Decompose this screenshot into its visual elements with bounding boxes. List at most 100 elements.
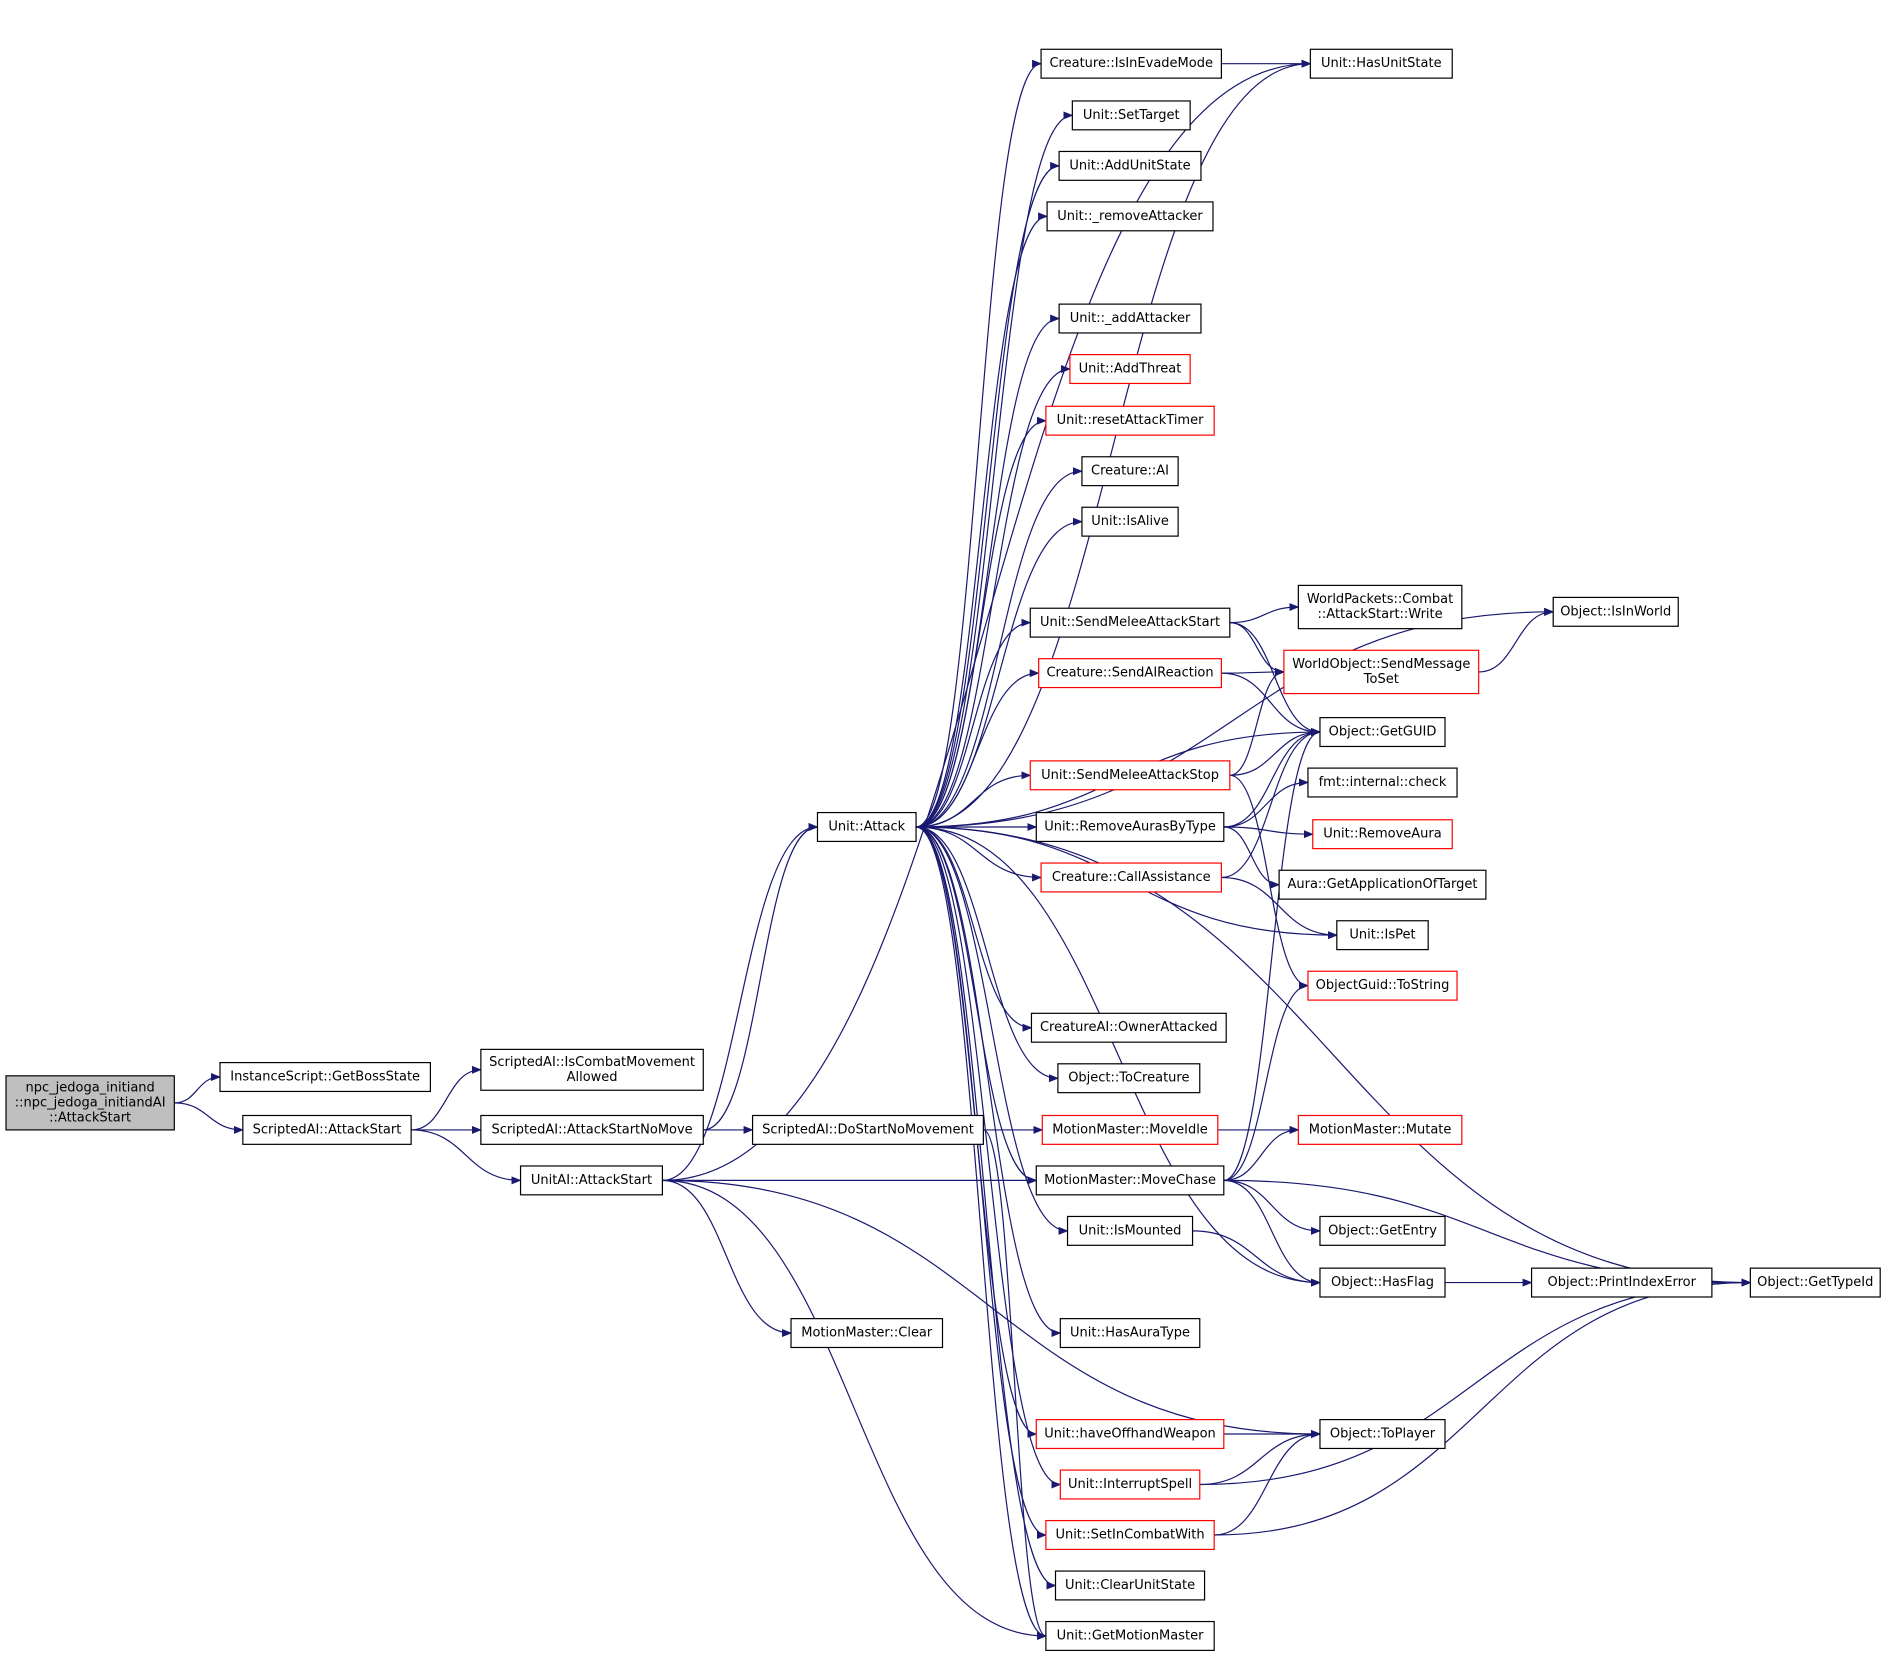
edge-unitAttack-to-hasUnitState bbox=[916, 59, 1312, 828]
node-isInEvadeMode[interactable]: Creature::IsInEvadeMode bbox=[1040, 48, 1223, 79]
node-box bbox=[1030, 1012, 1227, 1043]
node-label: Unit::_removeAttacker bbox=[1057, 209, 1203, 224]
node-label: WorldObject::SendMessage bbox=[1292, 657, 1470, 672]
node-hasFlag[interactable]: Object::HasFlag bbox=[1319, 1267, 1446, 1298]
edge-removeAurasByType-to-getApplicationOfTarget bbox=[1223, 826, 1281, 889]
node-box bbox=[1029, 760, 1231, 791]
node-attackStartNoMove[interactable]: ScriptedAI::AttackStartNoMove bbox=[480, 1114, 704, 1145]
edge-doStartNoMovement-to-getMotionMaster bbox=[983, 1129, 1047, 1640]
node-hasUnitState[interactable]: Unit::HasUnitState bbox=[1309, 48, 1453, 79]
node-label: Unit::SendMeleeAttackStart bbox=[1040, 615, 1220, 630]
node-addUnitState[interactable]: Unit::AddUnitState bbox=[1058, 150, 1202, 181]
node-label: MotionMaster::Mutate bbox=[1309, 1122, 1452, 1137]
node-clearUnitState[interactable]: Unit::ClearUnitState bbox=[1054, 1570, 1206, 1601]
node-isAlive[interactable]: Unit::IsAlive bbox=[1081, 506, 1179, 537]
node-haveOffhandWeapon[interactable]: Unit::haveOffhandWeapon bbox=[1035, 1419, 1225, 1450]
node-getBossState[interactable]: InstanceScript::GetBossState bbox=[219, 1061, 431, 1093]
node-box bbox=[1069, 354, 1191, 385]
edge-unitAttack-to-toCreature bbox=[916, 826, 1059, 1083]
node-ownerAttacked[interactable]: CreatureAI::OwnerAttacked bbox=[1030, 1012, 1227, 1043]
node-sendAIReaction[interactable]: Creature::SendAIReaction bbox=[1038, 658, 1223, 689]
edge-unitAttack-to-setTarget bbox=[916, 111, 1074, 828]
node-box bbox=[1749, 1267, 1881, 1298]
edge-unitAttack-to-isInEvadeMode bbox=[916, 59, 1043, 828]
node-getTypeId[interactable]: Object::GetTypeId bbox=[1749, 1267, 1881, 1298]
node-setInCombatWith[interactable]: Unit::SetInCombatWith bbox=[1045, 1519, 1215, 1551]
node-moveIdle[interactable]: MotionMaster::MoveIdle bbox=[1041, 1114, 1219, 1145]
node-setTarget[interactable]: Unit::SetTarget bbox=[1071, 100, 1191, 131]
edge-scriptedAttackStart-to-isCombatMovementAllowed bbox=[411, 1065, 482, 1131]
node-doStartNoMovement[interactable]: ScriptedAI::DoStartNoMovement bbox=[751, 1114, 984, 1145]
node-label: ::npc_jedoga_initiandAI bbox=[15, 1095, 166, 1110]
node-callAssistance[interactable]: Creature::CallAssistance bbox=[1040, 862, 1223, 893]
edge-interruptSpell-to-getTypeId bbox=[1199, 1278, 1752, 1486]
node-attackStartWrite[interactable]: WorldPackets::Combat::AttackStart::Write bbox=[1297, 584, 1463, 630]
edge-unitAttack-to-getTypeId bbox=[916, 826, 1752, 1287]
node-sendMeleeAttackStop[interactable]: Unit::SendMeleeAttackStop bbox=[1029, 760, 1231, 791]
edge-sendMeleeAttackStop-to-sendMessageToSet bbox=[1229, 667, 1285, 776]
node-getEntry[interactable]: Object::GetEntry bbox=[1319, 1215, 1446, 1246]
node-box bbox=[790, 1318, 944, 1349]
edge-unitAttack-to-hasFlag bbox=[916, 826, 1321, 1287]
node-label: ::AttackStart::Write bbox=[1318, 607, 1443, 622]
node-label: Unit::IsMounted bbox=[1079, 1223, 1182, 1238]
node-sendMeleeAttackStart[interactable]: Unit::SendMeleeAttackStart bbox=[1029, 607, 1231, 638]
edge-unitAttack-to-addThreat bbox=[916, 365, 1071, 828]
node-unitAttack[interactable]: Unit::Attack bbox=[816, 811, 917, 843]
node-isInWorld[interactable]: Object::IsInWorld bbox=[1552, 596, 1679, 627]
node-interruptSpell[interactable]: Unit::InterruptSpell bbox=[1059, 1469, 1201, 1500]
node-box bbox=[1040, 862, 1223, 893]
node-toCreature[interactable]: Object::ToCreature bbox=[1057, 1063, 1201, 1094]
node-box bbox=[242, 1114, 412, 1145]
node-resetAttackTimer[interactable]: Unit::resetAttackTimer bbox=[1045, 405, 1215, 436]
node-removeAttacker[interactable]: Unit::_removeAttacker bbox=[1046, 201, 1214, 232]
node-toString[interactable]: ObjectGuid::ToString bbox=[1307, 970, 1458, 1001]
edge-setInCombatWith-to-getTypeId bbox=[1214, 1278, 1752, 1536]
node-isPet[interactable]: Unit::IsPet bbox=[1336, 920, 1429, 951]
node-label: Unit::IsAlive bbox=[1091, 514, 1169, 529]
node-creatureAI[interactable]: Creature::AI bbox=[1081, 456, 1179, 487]
node-getMotionMaster[interactable]: Unit::GetMotionMaster bbox=[1045, 1620, 1215, 1651]
node-box bbox=[1041, 1114, 1219, 1145]
node-getGUID[interactable]: Object::GetGUID bbox=[1319, 717, 1446, 748]
node-hasAuraType[interactable]: Unit::HasAuraType bbox=[1059, 1318, 1201, 1349]
node-getApplicationOfTarget[interactable]: Aura::GetApplicationOfTarget bbox=[1278, 869, 1487, 900]
node-removeAura[interactable]: Unit::RemoveAura bbox=[1312, 819, 1453, 850]
edge-unitAttack-to-addAttacker bbox=[916, 314, 1061, 828]
node-addThreat[interactable]: Unit::AddThreat bbox=[1069, 354, 1191, 385]
node-label: Unit::resetAttackTimer bbox=[1057, 413, 1204, 428]
node-label: Object::HasFlag bbox=[1331, 1275, 1434, 1290]
node-label: ScriptedAI::AttackStartNoMove bbox=[491, 1122, 692, 1137]
node-label: Unit::AddUnitState bbox=[1069, 158, 1190, 173]
edge-moveChase-to-getEntry bbox=[1223, 1179, 1321, 1235]
node-isMounted[interactable]: Unit::IsMounted bbox=[1066, 1215, 1194, 1246]
node-box bbox=[1552, 596, 1679, 627]
node-fmtCheck[interactable]: fmt::internal::check bbox=[1307, 767, 1458, 798]
edge-sendAIReaction-to-getGUID bbox=[1221, 672, 1321, 737]
edge-unitAttack-to-removeAttacker bbox=[916, 212, 1049, 828]
node-label: Unit::AddThreat bbox=[1079, 362, 1182, 377]
node-box bbox=[480, 1048, 704, 1091]
node-mutate[interactable]: MotionMaster::Mutate bbox=[1297, 1114, 1463, 1145]
node-printIndexError[interactable]: Object::PrintIndexError bbox=[1530, 1267, 1713, 1298]
edge-moveChase-to-getGUID bbox=[1223, 728, 1321, 1181]
node-scriptedAttackStart[interactable]: ScriptedAI::AttackStart bbox=[242, 1114, 412, 1145]
edge-unitAttack-to-addUnitState bbox=[916, 161, 1061, 828]
node-box bbox=[1035, 1419, 1225, 1450]
node-mmClear[interactable]: MotionMaster::Clear bbox=[790, 1318, 944, 1349]
node-box bbox=[1045, 1519, 1215, 1551]
node-label: Unit::Attack bbox=[828, 820, 905, 835]
node-removeAurasByType[interactable]: Unit::RemoveAurasByType bbox=[1035, 811, 1225, 843]
node-label: npc_jedoga_initiand bbox=[26, 1080, 155, 1095]
node-addAttacker[interactable]: Unit::_addAttacker bbox=[1058, 303, 1202, 334]
edge-moveChase-to-hasFlag bbox=[1223, 1179, 1321, 1287]
edge-unitAttack-to-setInCombatWith bbox=[916, 826, 1047, 1539]
node-toPlayer[interactable]: Object::ToPlayer bbox=[1319, 1419, 1446, 1450]
node-box bbox=[1038, 658, 1223, 689]
node-label: Creature::AI bbox=[1091, 464, 1169, 479]
node-box bbox=[1309, 48, 1453, 79]
node-moveChase[interactable]: MotionMaster::MoveChase bbox=[1035, 1165, 1225, 1196]
node-unitAIAttackStart[interactable]: UnitAI::AttackStart bbox=[519, 1165, 663, 1196]
